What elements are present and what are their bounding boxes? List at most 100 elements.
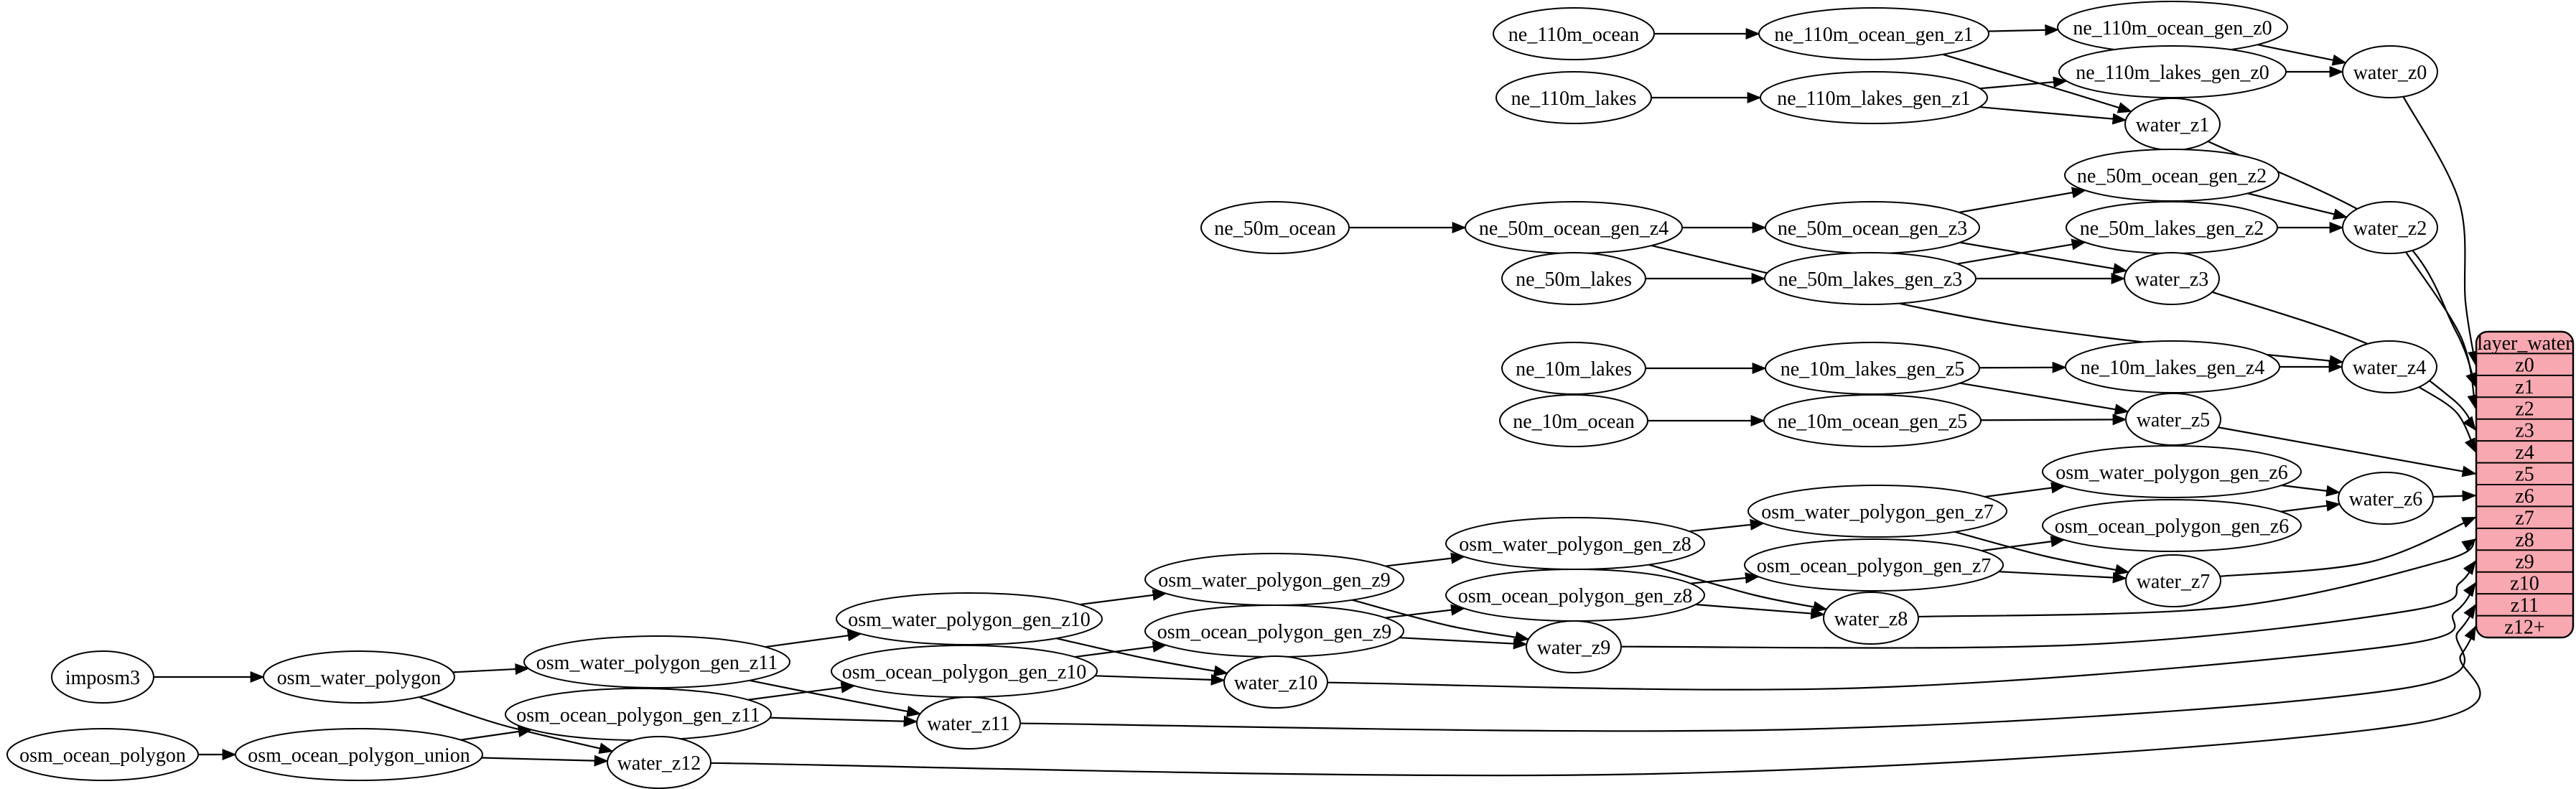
- edge-water_z8-to-layer_water-z8: [1918, 538, 2477, 618]
- node-water_z2: water_z2: [2342, 201, 2438, 254]
- edge-water_z12-to-layer_water-z12plus: [710, 625, 2481, 777]
- osm_water_polygon_gen_z7-label: osm_water_polygon_gen_z7: [1761, 501, 1994, 523]
- record-row-z3: z3: [2515, 420, 2534, 442]
- edge-ne_10m_lakes_gen_z5-to-water_z5: [1959, 382, 2129, 416]
- node-osm_ocean_polygon_gen_z10: osm_ocean_polygon_gen_z10: [831, 645, 1098, 698]
- edge-water_z11-to-layer_water-z11: [1019, 604, 2476, 732]
- edge-osm_water_polygon_gen_z10-to-osm_water_polygon_gen_z9: [1079, 589, 1167, 606]
- ne_50m_ocean-label: ne_50m_ocean: [1214, 218, 1336, 240]
- node-water_z7: water_z7: [2125, 554, 2221, 607]
- imposm3-ellipse: [51, 650, 154, 704]
- edge-osm_water_polygon_gen_z11-to-water_z11: [749, 679, 922, 717]
- ne_50m_lakes_gen_z2-label: ne_50m_lakes_gen_z2: [2080, 218, 2264, 240]
- node-ne_10m_ocean: ne_10m_ocean: [1499, 394, 1648, 447]
- osm_ocean_polygon_union-label: osm_ocean_polygon_union: [248, 744, 470, 767]
- edge-osm_ocean_polygon_gen_z11-to-osm_ocean_polygon_gen_z10: [747, 681, 856, 701]
- edge-ne_110m_lakes_gen_z1-to-water_z1: [1979, 106, 2127, 125]
- node-water_z9: water_z9: [1526, 620, 1622, 673]
- water_z8-label: water_z8: [1834, 608, 1908, 630]
- osm_ocean_polygon_gen_z10-label: osm_ocean_polygon_gen_z10: [842, 661, 1087, 683]
- edge-osm_water_polygon_gen_z8-to-osm_water_polygon_gen_z7: [1689, 518, 1765, 533]
- ne_10m_lakes_gen_z4-ellipse: [2065, 340, 2280, 393]
- water_z4-ellipse: [2341, 340, 2437, 393]
- node-ne_50m_lakes_gen_z2: ne_50m_lakes_gen_z2: [2066, 201, 2278, 254]
- record-row-z12plus: z12+: [2504, 617, 2544, 639]
- water_z10-ellipse: [1223, 655, 1328, 709]
- osm_ocean_polygon_union-ellipse: [235, 728, 483, 781]
- water_z5-label: water_z5: [2137, 409, 2211, 431]
- node-water_z6: water_z6: [2338, 472, 2434, 525]
- node-water_z3: water_z3: [2124, 252, 2220, 305]
- record-row-z11: z11: [2511, 594, 2539, 617]
- record-layer_water: layer_waterz0z1z2z3z4z5z6z7z8z9z10z11z12…: [2475, 330, 2575, 639]
- edge-osm_ocean_polygon_gen_z8-to-osm_ocean_polygon_gen_z7: [1690, 572, 1760, 584]
- node-ne_110m_ocean_gen_z0: ne_110m_ocean_gen_z0: [2057, 1, 2288, 54]
- node-ne_50m_ocean_gen_z4: ne_50m_ocean_gen_z4: [1465, 201, 1683, 254]
- node-osm_ocean_polygon_gen_z11: osm_ocean_polygon_gen_z11: [505, 688, 772, 741]
- nodes-layer: ne_110m_ocean ne_110m_ocean_gen_z1 ne_110m…: [6, 1, 2438, 789]
- record-row-z2: z2: [2515, 398, 2534, 420]
- ne_110m_ocean-label: ne_110m_ocean: [1508, 24, 1639, 46]
- water_z7-ellipse: [2125, 554, 2221, 607]
- ne_10m_lakes_gen_z5-label: ne_10m_lakes_gen_z5: [1781, 358, 1965, 381]
- edge-osm_ocean_polygon_gen_z9-to-osm_ocean_polygon_gen_z8: [1385, 604, 1466, 619]
- water_z6-ellipse: [2338, 472, 2434, 525]
- ne_10m_lakes-label: ne_10m_lakes: [1516, 358, 1632, 381]
- edge-osm_water_polygon_gen_z11-to-osm_water_polygon_gen_z10: [765, 630, 862, 648]
- record-layer: layer_waterz0z1z2z3z4z5z6z7z8z9z10z11z12…: [2475, 330, 2575, 639]
- water_z0-label: water_z0: [2353, 62, 2427, 84]
- osm_ocean_polygon_gen_z7-ellipse: [1744, 538, 2004, 592]
- node-ne_110m_ocean: ne_110m_ocean: [1493, 7, 1655, 60]
- osm_water_polygon_gen_z6-ellipse: [2042, 445, 2302, 498]
- node-imposm3: imposm3: [51, 650, 154, 704]
- edge-water_z10-to-layer_water-z10: [1327, 582, 2476, 691]
- osm_ocean_polygon_gen_z9-label: osm_ocean_polygon_gen_z9: [1157, 621, 1392, 643]
- edge-osm_water_polygon_gen_z9-to-water_z9: [1352, 599, 1530, 643]
- node-osm_water_polygon_gen_z10: osm_water_polygon_gen_z10: [836, 592, 1103, 645]
- ne_110m_lakes_gen_z0-label: ne_110m_lakes_gen_z0: [2076, 62, 2269, 84]
- ne_50m_ocean_gen_z3-label: ne_50m_ocean_gen_z3: [1778, 218, 1967, 240]
- edge-osm_ocean_polygon_union-to-water_z12: [481, 755, 609, 767]
- node-water_z0: water_z0: [2342, 45, 2438, 98]
- edge-water_z0-to-layer_water-z0: [2402, 96, 2479, 366]
- ne_110m_lakes_gen_z1-ellipse: [1760, 71, 1988, 124]
- node-water_z11: water_z11: [916, 696, 1021, 750]
- node-water_z1: water_z1: [2124, 98, 2221, 151]
- record-row-z6: z6: [2515, 485, 2534, 508]
- ne_110m_ocean_gen_z0-label: ne_110m_ocean_gen_z0: [2073, 17, 2272, 39]
- node-osm_ocean_polygon_gen_z7: osm_ocean_polygon_gen_z7: [1744, 538, 2004, 592]
- water_z6-label: water_z6: [2349, 488, 2423, 510]
- water_z4-label: water_z4: [2353, 357, 2427, 379]
- edge-water_z7-to-layer_water-z7: [2219, 516, 2477, 577]
- edge-ne_110m_lakes_gen_z1-to-ne_110m_lakes_gen_z0: [1979, 76, 2068, 90]
- ne_110m_ocean_gen_z1-ellipse: [1758, 7, 1989, 60]
- ne_50m_lakes_gen_z3-ellipse: [1764, 252, 1977, 305]
- edge-osm_ocean_polygon_gen_z7-to-osm_ocean_polygon_gen_z6: [1981, 536, 2066, 552]
- edge-osm_water_polygon-to-water_z12: [419, 696, 614, 755]
- ne_10m_ocean-ellipse: [1499, 394, 1648, 447]
- node-osm_ocean_polygon: osm_ocean_polygon: [6, 728, 199, 781]
- record-row-z7: z7: [2515, 507, 2534, 529]
- record-row-z0: z0: [2515, 354, 2534, 376]
- water_z1-label: water_z1: [2136, 114, 2210, 136]
- ne_110m_ocean_gen_z1-label: ne_110m_ocean_gen_z1: [1774, 24, 1973, 46]
- node-ne_50m_lakes_gen_z3: ne_50m_lakes_gen_z3: [1764, 252, 1977, 305]
- osm_ocean_polygon_gen_z6-ellipse: [2042, 499, 2302, 552]
- node-water_z10: water_z10: [1223, 655, 1328, 709]
- osm_ocean_polygon-label: osm_ocean_polygon: [19, 744, 186, 767]
- node-water_z4: water_z4: [2341, 340, 2437, 393]
- water_z8-ellipse: [1823, 592, 1919, 645]
- node-osm_ocean_polygon_gen_z9: osm_ocean_polygon_gen_z9: [1144, 604, 1404, 658]
- ne_50m_lakes-ellipse: [1501, 252, 1646, 305]
- osm_ocean_polygon_gen_z7-label: osm_ocean_polygon_gen_z7: [1757, 555, 1992, 577]
- edge-osm_water_polygon_gen_z6-to-water_z6: [2281, 484, 2341, 497]
- node-osm_water_polygon_gen_z9: osm_water_polygon_gen_z9: [1144, 553, 1404, 606]
- edge-ne_50m_lakes_gen_z3-to-ne_50m_lakes_gen_z2: [1956, 238, 2086, 265]
- edge-water_z6-to-layer_water-z6: [2432, 490, 2477, 502]
- node-ne_10m_lakes_gen_z4: ne_10m_lakes_gen_z4: [2065, 340, 2280, 393]
- record-row-z10: z10: [2510, 573, 2539, 595]
- edge-osm_water_polygon_gen_z7-to-water_z7: [1954, 531, 2130, 576]
- node-ne_110m_lakes_gen_z1: ne_110m_lakes_gen_z1: [1760, 71, 1988, 124]
- edge-osm_ocean_polygon_gen_z6-to-water_z6: [2280, 500, 2341, 513]
- osm_ocean_polygon_gen_z6-label: osm_ocean_polygon_gen_z6: [2055, 515, 2290, 538]
